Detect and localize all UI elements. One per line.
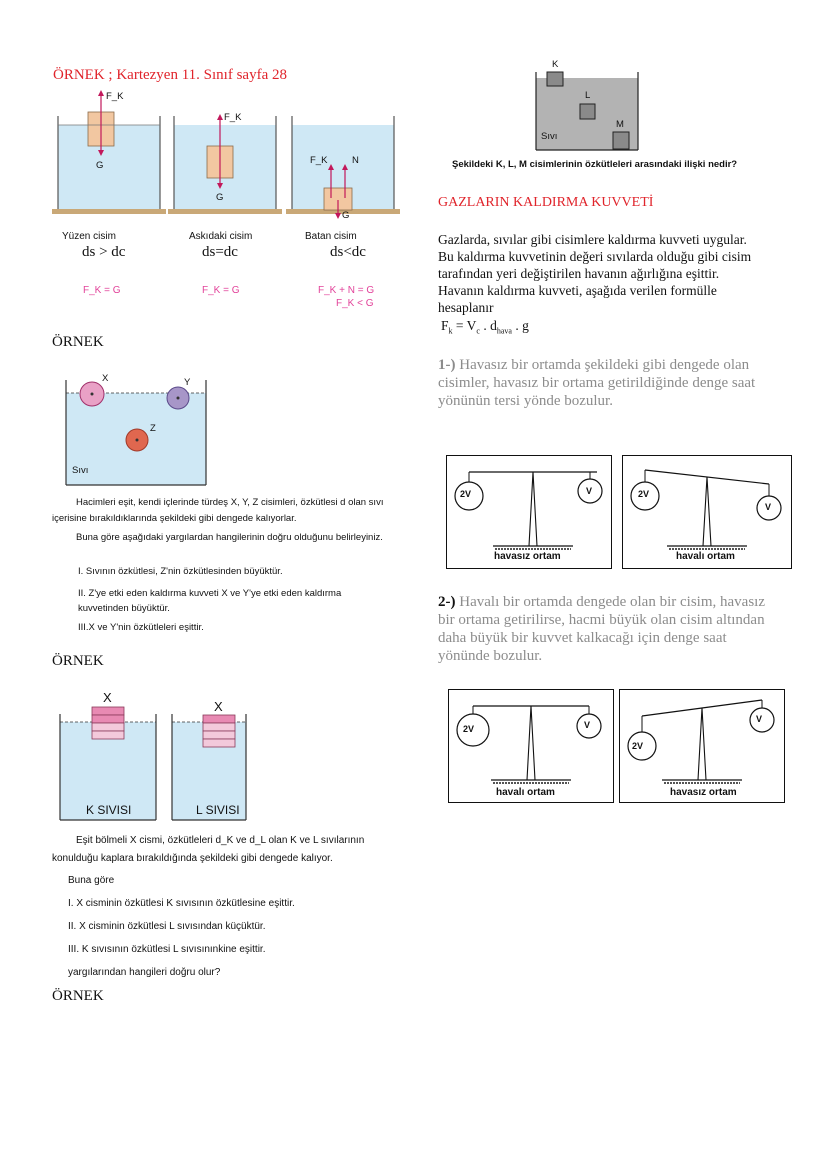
balance-level-3 — [456, 705, 602, 784]
balance2-env-label: havalı ortam — [676, 551, 735, 562]
g-label-3: G — [342, 210, 350, 221]
x-label-k: X — [103, 690, 112, 705]
xyz-container-figure — [65, 380, 207, 486]
example4-title: ÖRNEK — [52, 988, 104, 1004]
ratio-floating: ds > dc — [82, 244, 126, 260]
kl-liquids-figure — [59, 706, 247, 821]
example3-question: yargılarından hangileri doğru olur? — [68, 967, 221, 978]
ratio-suspended: ds=dc — [202, 244, 238, 260]
k-object-label: K — [552, 59, 559, 70]
liquid-label: Sıvı — [72, 465, 89, 476]
l-object-label: L — [585, 90, 591, 101]
point1-number: 1-) — [438, 357, 456, 373]
g-label-2: G — [216, 192, 224, 203]
example3-item-2: II. X cisminin özkütlesi L sıvısından kü… — [68, 921, 266, 932]
formula-floating: F_K = G — [83, 285, 121, 296]
floating-objects-figure — [52, 90, 400, 219]
point1: 1-) Havasız bir ortamda şekildeki gibi d… — [438, 356, 768, 410]
balance3-big-label: 2V — [463, 724, 475, 734]
section-title: GAZLARIN KALDIRMA KUVVETİ — [438, 195, 654, 210]
k-liquid-label: K SIVISI — [86, 803, 132, 817]
point2-number: 2-) — [438, 594, 456, 610]
example2-text: Hacimleri eşit, kendi içlerinde türdeş X… — [52, 497, 384, 524]
balance4-env-label: havasız ortam — [670, 787, 737, 798]
balance-frame-3 — [448, 689, 614, 803]
balance2-small-label: V — [765, 502, 772, 512]
x-label-l: X — [214, 699, 223, 714]
example2-item-3: III.X ve Y'nin özkütleleri eşittir. — [78, 622, 204, 633]
example1-title: ÖRNEK ; Kartezyen 11. Sınıf sayfa 28 — [53, 67, 287, 83]
example2-item-1: I. Sıvının özkütlesi, Z'nin özkütlesinde… — [78, 566, 283, 577]
formula-sinking-1: F_K + N = G — [318, 285, 375, 296]
caption-sinking: Batan cisim — [305, 231, 357, 242]
caption-floating: Yüzen cisim — [62, 231, 116, 242]
point1-text: Havasız bir ortamda şekildeki gibi denge… — [438, 357, 756, 409]
example2-title: ÖRNEK — [52, 334, 104, 350]
formula-text: Fk = Vc . dhava . g — [441, 318, 529, 336]
z-label: Z — [150, 423, 156, 434]
balance-tilted-4 — [627, 699, 775, 784]
liquid-label-right: Sıvı — [541, 131, 558, 142]
balance-tilted-2 — [630, 469, 782, 550]
example2-item-2: II. Z'ye etki eden kaldırma kuvveti X ve… — [78, 588, 342, 614]
example3-text: Eşit bölmeli X cismi, özkütleleri d_K ve… — [52, 835, 365, 864]
balance1-big-label: 2V — [460, 489, 472, 499]
beaker-floating — [52, 90, 166, 214]
point2-text: Havalı bir ortamda dengede olan bir cisi… — [438, 594, 765, 664]
formula-sinking-2: F_K < G — [336, 298, 374, 309]
balance1-env-label: havasız ortam — [494, 551, 561, 562]
balance4-small-label: V — [756, 714, 763, 724]
l-liquid-label: L SIVISI — [196, 803, 240, 817]
balance-level-1 — [454, 471, 603, 550]
x-label: X — [102, 373, 109, 384]
figure-question: Şekildeki K, L, M cisimlerinin özkütlele… — [452, 159, 738, 170]
example3-title: ÖRNEK — [52, 653, 104, 669]
formula-suspended: F_K = G — [202, 285, 240, 296]
balance3-env-label: havalı ortam — [496, 787, 555, 798]
klm-container-figure — [535, 71, 639, 151]
fk-label-3: F_K — [310, 155, 328, 166]
balance2-big-label: 2V — [638, 489, 650, 499]
point2: 2-) Havalı bir ortamda dengede olan bir … — [438, 593, 773, 665]
n-label-3: N — [352, 155, 359, 166]
balance-frame-1 — [446, 455, 612, 569]
y-label: Y — [184, 377, 191, 388]
g-label-1: G — [96, 160, 104, 171]
example3-item-1: I. X cisminin özkütlesi K sıvısının özkü… — [68, 898, 295, 909]
beaker-suspended — [168, 114, 282, 214]
fk-label-1: F_K — [106, 91, 124, 102]
example3-item-3: III. K sıvısının özkütlesi L sıvısınınki… — [68, 944, 266, 955]
balance3-small-label: V — [584, 720, 591, 730]
ratio-sinking: ds<dc — [330, 244, 366, 260]
balance4-big-label: 2V — [632, 741, 644, 751]
balance-frame-4 — [619, 689, 785, 803]
section-intro: Gazlarda, sıvılar gibi cisimlere kaldırm… — [438, 232, 752, 315]
balance1-small-label: V — [586, 486, 593, 496]
beaker-sinking — [286, 116, 400, 219]
example2-question: Buna göre aşağıdaki yargılardan hangiler… — [76, 532, 383, 543]
m-object-label: M — [616, 119, 624, 130]
balance-frame-2 — [622, 455, 792, 569]
example3-intro: Buna göre — [68, 875, 115, 886]
fk-label-2: F_K — [224, 112, 242, 123]
caption-suspended: Askıdaki cisim — [189, 231, 253, 242]
